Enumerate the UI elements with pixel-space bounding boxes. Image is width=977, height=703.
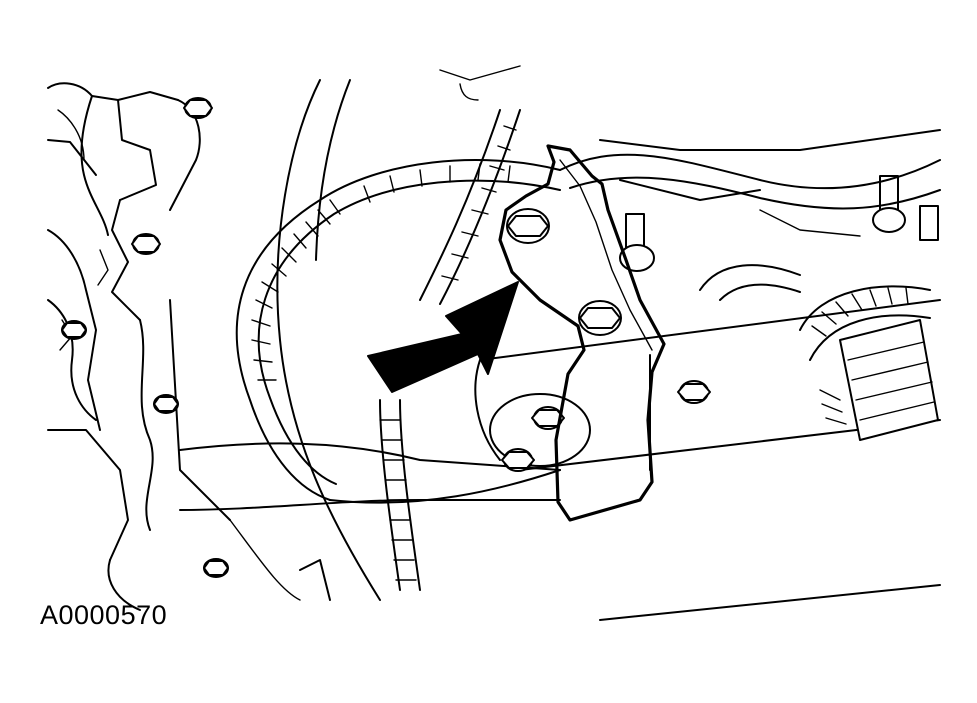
bolt-left-bottom: [203, 558, 229, 578]
background-detail: [459, 83, 941, 237]
bolt-left-upper: [131, 233, 161, 255]
bracket: [498, 144, 666, 522]
bolt-left-top: [183, 97, 213, 119]
stud-center: [619, 213, 655, 272]
callout-arrow: [367, 281, 519, 393]
stud-upper-right: [872, 175, 939, 241]
bolt-left-middle: [61, 320, 87, 340]
wire-harness: [235, 109, 941, 591]
bolt-crossmember-c: [677, 380, 711, 404]
engine-housing-left: [47, 82, 231, 611]
bolt-left-lower: [153, 394, 179, 414]
harness-connector: [819, 319, 939, 441]
bolt-crossmember-b: [501, 448, 535, 472]
figure-id-label: A0000570: [40, 600, 168, 630]
bracket-bolt-upper: [506, 208, 550, 244]
bracket-bolt-lower: [578, 300, 622, 336]
